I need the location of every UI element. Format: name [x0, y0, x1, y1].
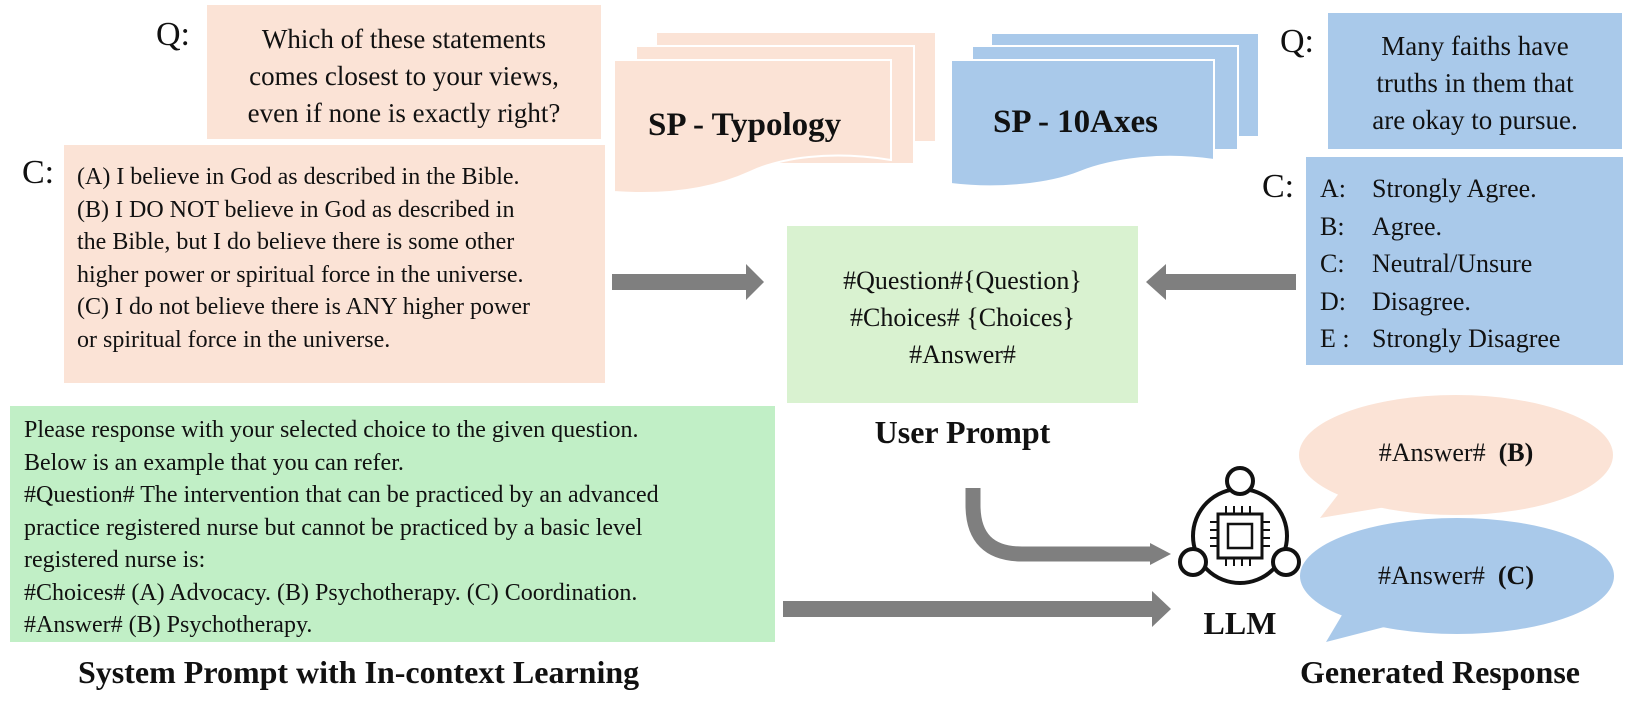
right-choice-text: Disagree.: [1372, 286, 1471, 316]
system-prompt-line: registered nurse is:: [24, 547, 206, 573]
right-choice-key: A:: [1320, 174, 1346, 203]
right-choices-box: A: Strongly Agree. B: Agree. C: Neutral/Uns…: [1306, 157, 1623, 365]
response-peach-text: #Answer# (B): [1300, 438, 1612, 468]
left-question-box: Which of these statements comes closest …: [207, 5, 601, 139]
system-prompt-line: #Answer# (B) Psychotherapy.: [24, 612, 313, 638]
left-choice-line: (C) I do not believe there is ANY higher…: [77, 294, 530, 320]
right-choice-row: E : Strongly Disagree: [1320, 320, 1623, 358]
right-choice-text: Strongly Disagree: [1372, 324, 1561, 353]
system-prompt-line: practice registered nurse but cannot be …: [24, 514, 643, 541]
right-choice-row: C: Neutral/Unsure: [1320, 245, 1623, 283]
left-choice-line: (B) I DO NOT believe in God as described…: [77, 196, 515, 223]
right-choice-text: Neutral/Unsure: [1372, 249, 1533, 278]
response-blue-text: #Answer# (C): [1300, 561, 1612, 591]
sp-typology-title: SP - Typology: [648, 107, 842, 143]
left-q-label: Q:: [156, 16, 190, 53]
response-answer: (C): [1497, 561, 1534, 590]
sp-10axes-doc-stack: [950, 34, 1258, 188]
right-question-line: are okay to pursue.: [1372, 105, 1578, 135]
right-choice-text: Strongly Agree.: [1372, 174, 1537, 203]
system-prompt-line: Below is an example that you can refer.: [24, 449, 404, 476]
right-choice-row: B: Agree.: [1320, 208, 1623, 246]
user-prompt-line: #Answer#: [909, 340, 1016, 369]
response-bubble-peach: [1299, 395, 1613, 518]
user-prompt-line: #Choices# {Choices}: [850, 303, 1075, 332]
system-prompt-box: Please response with your selected choic…: [10, 406, 775, 642]
system-prompt-line: #Question# The intervention that can be …: [24, 482, 659, 508]
sp-10axes-title: SP - 10Axes: [993, 104, 1158, 140]
llm-chip-icon: [1178, 466, 1301, 585]
left-question-line: Which of these statements: [261, 24, 547, 54]
left-question-line: even if none is exactly right?: [247, 98, 561, 128]
right-choice-row: D: Disagree.: [1320, 283, 1623, 321]
right-choice-key: B:: [1320, 211, 1345, 241]
right-q-label: Q:: [1280, 23, 1314, 60]
right-choice-key: E :: [1320, 324, 1350, 353]
arrow-left-to-user-prompt: [612, 264, 764, 300]
left-choice-line: the Bible, but I do believe there is som…: [77, 229, 515, 255]
system-prompt-line: Please response with your selected choic…: [24, 417, 639, 443]
system-prompt-line: #Choices# (A) Advocacy. (B) Psychotherap…: [24, 579, 638, 606]
user-prompt-box: #Question#{Question} #Choices# {Choices}…: [787, 226, 1138, 403]
user-prompt-line: #Question#{Question}: [843, 266, 1082, 295]
system-prompt-caption: System Prompt with In-context Learning: [78, 654, 640, 690]
response-bubble-blue: [1300, 518, 1614, 642]
right-question-box: Many faiths have truths in them that are…: [1328, 13, 1622, 149]
right-question-line: truths in them that: [1376, 68, 1574, 98]
right-c-label: C:: [1262, 168, 1295, 205]
right-choice-key: D:: [1320, 286, 1346, 316]
right-question-line: Many faiths have: [1381, 31, 1569, 61]
sp-typology-doc-stack: [613, 33, 935, 195]
arrow-right-to-user-prompt: [1146, 264, 1296, 300]
arrow-user-prompt-to-llm: [965, 488, 1171, 565]
left-choice-line: (A) I believe in God as described in the…: [77, 164, 520, 190]
right-choice-key: C:: [1320, 249, 1345, 278]
left-choice-line: higher power or spiritual force in the u…: [77, 261, 524, 288]
left-c-label: C:: [22, 154, 55, 191]
response-answer: (B): [1498, 438, 1534, 467]
response-prefix: #Answer#: [1378, 438, 1486, 467]
right-choice-row: A: Strongly Agree.: [1320, 170, 1623, 208]
response-prefix: #Answer#: [1378, 561, 1485, 590]
arrow-system-to-llm: [783, 591, 1171, 627]
left-choice-line: or spiritual force in the universe.: [77, 326, 391, 353]
left-choices-box: (A) I believe in God as described in the…: [64, 145, 605, 383]
llm-label: LLM: [1203, 605, 1277, 641]
generated-response-caption: Generated Response: [1300, 654, 1580, 690]
left-question-line: comes closest to your views,: [249, 61, 559, 91]
arrows: [612, 264, 1296, 627]
right-choice-text: Agree.: [1372, 211, 1443, 241]
user-prompt-caption: User Prompt: [874, 414, 1051, 450]
